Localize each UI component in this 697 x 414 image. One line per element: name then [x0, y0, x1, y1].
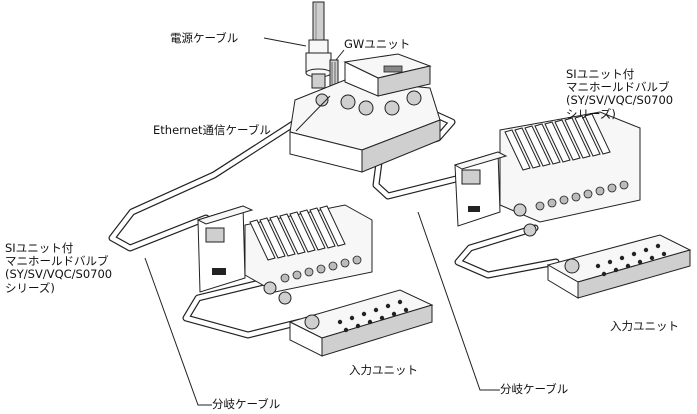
power-cable-label: 電源ケーブル	[170, 31, 239, 45]
input-unit-bottom	[288, 289, 434, 357]
input-unit-label-right: 入力ユニット	[610, 319, 679, 333]
leader-lines	[144, 37, 500, 406]
gw-unit	[289, 53, 441, 173]
input-unit-right	[546, 234, 692, 299]
gw-unit-label: GWユニット	[344, 37, 411, 51]
si-manifold-label-left: SIユニット付 マニホールドバルブ (SY/SV/VQC/S0700 シリーズ)	[5, 241, 113, 295]
ethernet-cable-label: Ethernet通信ケーブル	[153, 123, 271, 137]
branch-cable-label-right: 分岐ケーブル	[500, 382, 569, 396]
power-cable	[305, 1, 332, 89]
si-manifold-label-right: SIユニット付 マニホールドバルブ (SY/SV/VQC/S0700 シリーズ)	[566, 67, 674, 121]
manifold-valve-left	[196, 204, 373, 305]
manifold-valve-right	[453, 111, 641, 237]
input-unit-label-bottom: 入力ユニット	[349, 363, 418, 377]
branch-cable-label-bottom: 分岐ケーブル	[212, 397, 281, 411]
